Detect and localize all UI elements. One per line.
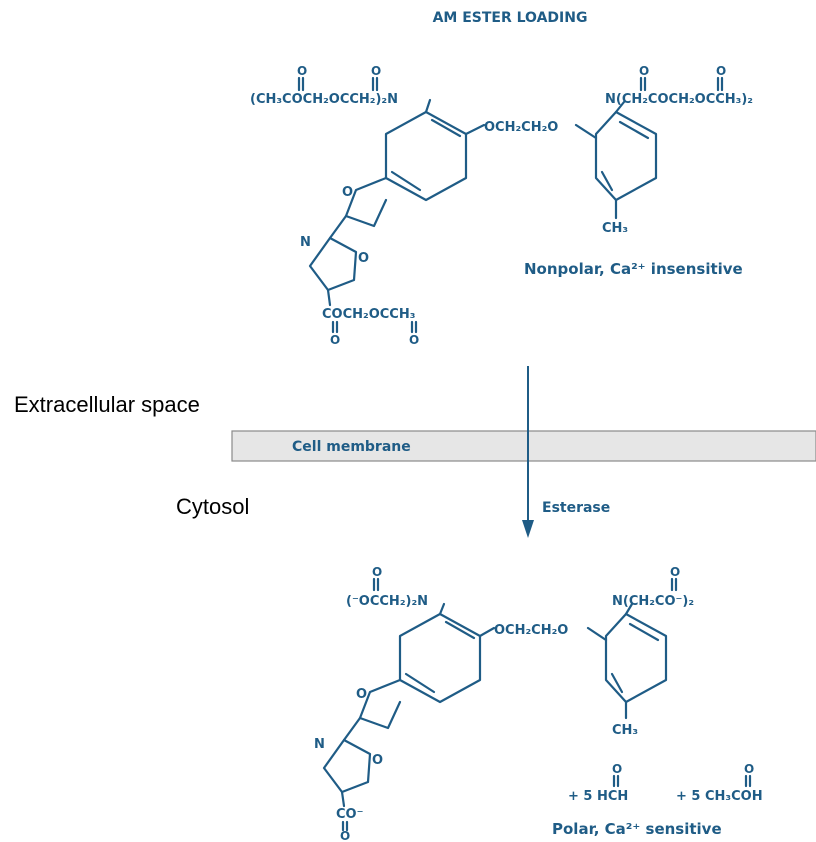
top-molecule: O O (CH₃COCH₂OCCH₂)₂N O O N(CH₂COCH₂OCCH… bbox=[250, 64, 753, 347]
top-ester-group: COCH₂OCCH₃ bbox=[322, 307, 415, 322]
svg-text:O: O bbox=[716, 64, 726, 78]
bottom-description: Polar, Ca²⁺ sensitive bbox=[552, 820, 722, 838]
top-right-chain: N(CH₂COCH₂OCCH₃)₂ bbox=[605, 92, 753, 107]
bottom-bridge: OCH₂CH₂O bbox=[494, 623, 568, 638]
cytosol-label: Cytosol bbox=[176, 494, 249, 519]
product2-o: O bbox=[744, 762, 754, 776]
top-oxazole-n: N bbox=[300, 235, 311, 250]
product1: + 5 HCH bbox=[568, 789, 628, 804]
product1-o: O bbox=[612, 762, 622, 776]
bottom-carboxylate-o: O bbox=[340, 829, 350, 842]
cell-membrane bbox=[231, 430, 816, 462]
diagram-title: AM ESTER LOADING bbox=[433, 10, 588, 26]
bottom-oxazole-o: O bbox=[372, 753, 383, 768]
bottom-methyl: CH₃ bbox=[612, 723, 638, 738]
svg-text:O: O bbox=[639, 64, 649, 78]
bottom-carboxylate: CO⁻ bbox=[336, 807, 363, 822]
bottom-left-chain: (⁻OCCH₂)₂N bbox=[346, 594, 428, 609]
extracellular-label: Extracellular space bbox=[14, 392, 200, 417]
bottom-right-chain: N(CH₂CO⁻)₂ bbox=[612, 594, 694, 609]
top-bridge: OCH₂CH₂O bbox=[484, 120, 558, 135]
bottom-right-o: O bbox=[670, 565, 680, 579]
esterase-label: Esterase bbox=[542, 500, 610, 516]
top-ester-o1: O bbox=[330, 333, 340, 347]
svg-text:O: O bbox=[297, 64, 307, 78]
bottom-molecule: O (⁻OCCH₂)₂N O N(CH₂CO⁻)₂ OCH₂CH₂O O N O… bbox=[314, 565, 763, 842]
top-description: Nonpolar, Ca²⁺ insensitive bbox=[524, 260, 743, 278]
svg-text:O: O bbox=[371, 64, 381, 78]
top-ester-o2: O bbox=[409, 333, 419, 347]
bottom-left-o: O bbox=[372, 565, 382, 579]
membrane-label: Cell membrane bbox=[292, 439, 411, 455]
top-oxazole-o: O bbox=[358, 251, 369, 266]
top-furan-o: O bbox=[342, 185, 353, 200]
bottom-furan-o: O bbox=[356, 687, 367, 702]
product2: + 5 CH₃COH bbox=[676, 789, 763, 804]
top-left-chain: (CH₃COCH₂OCCH₂)₂N bbox=[250, 92, 398, 107]
arrow-head bbox=[522, 520, 534, 538]
bottom-oxazole-n: N bbox=[314, 737, 325, 752]
top-methyl: CH₃ bbox=[602, 221, 628, 236]
